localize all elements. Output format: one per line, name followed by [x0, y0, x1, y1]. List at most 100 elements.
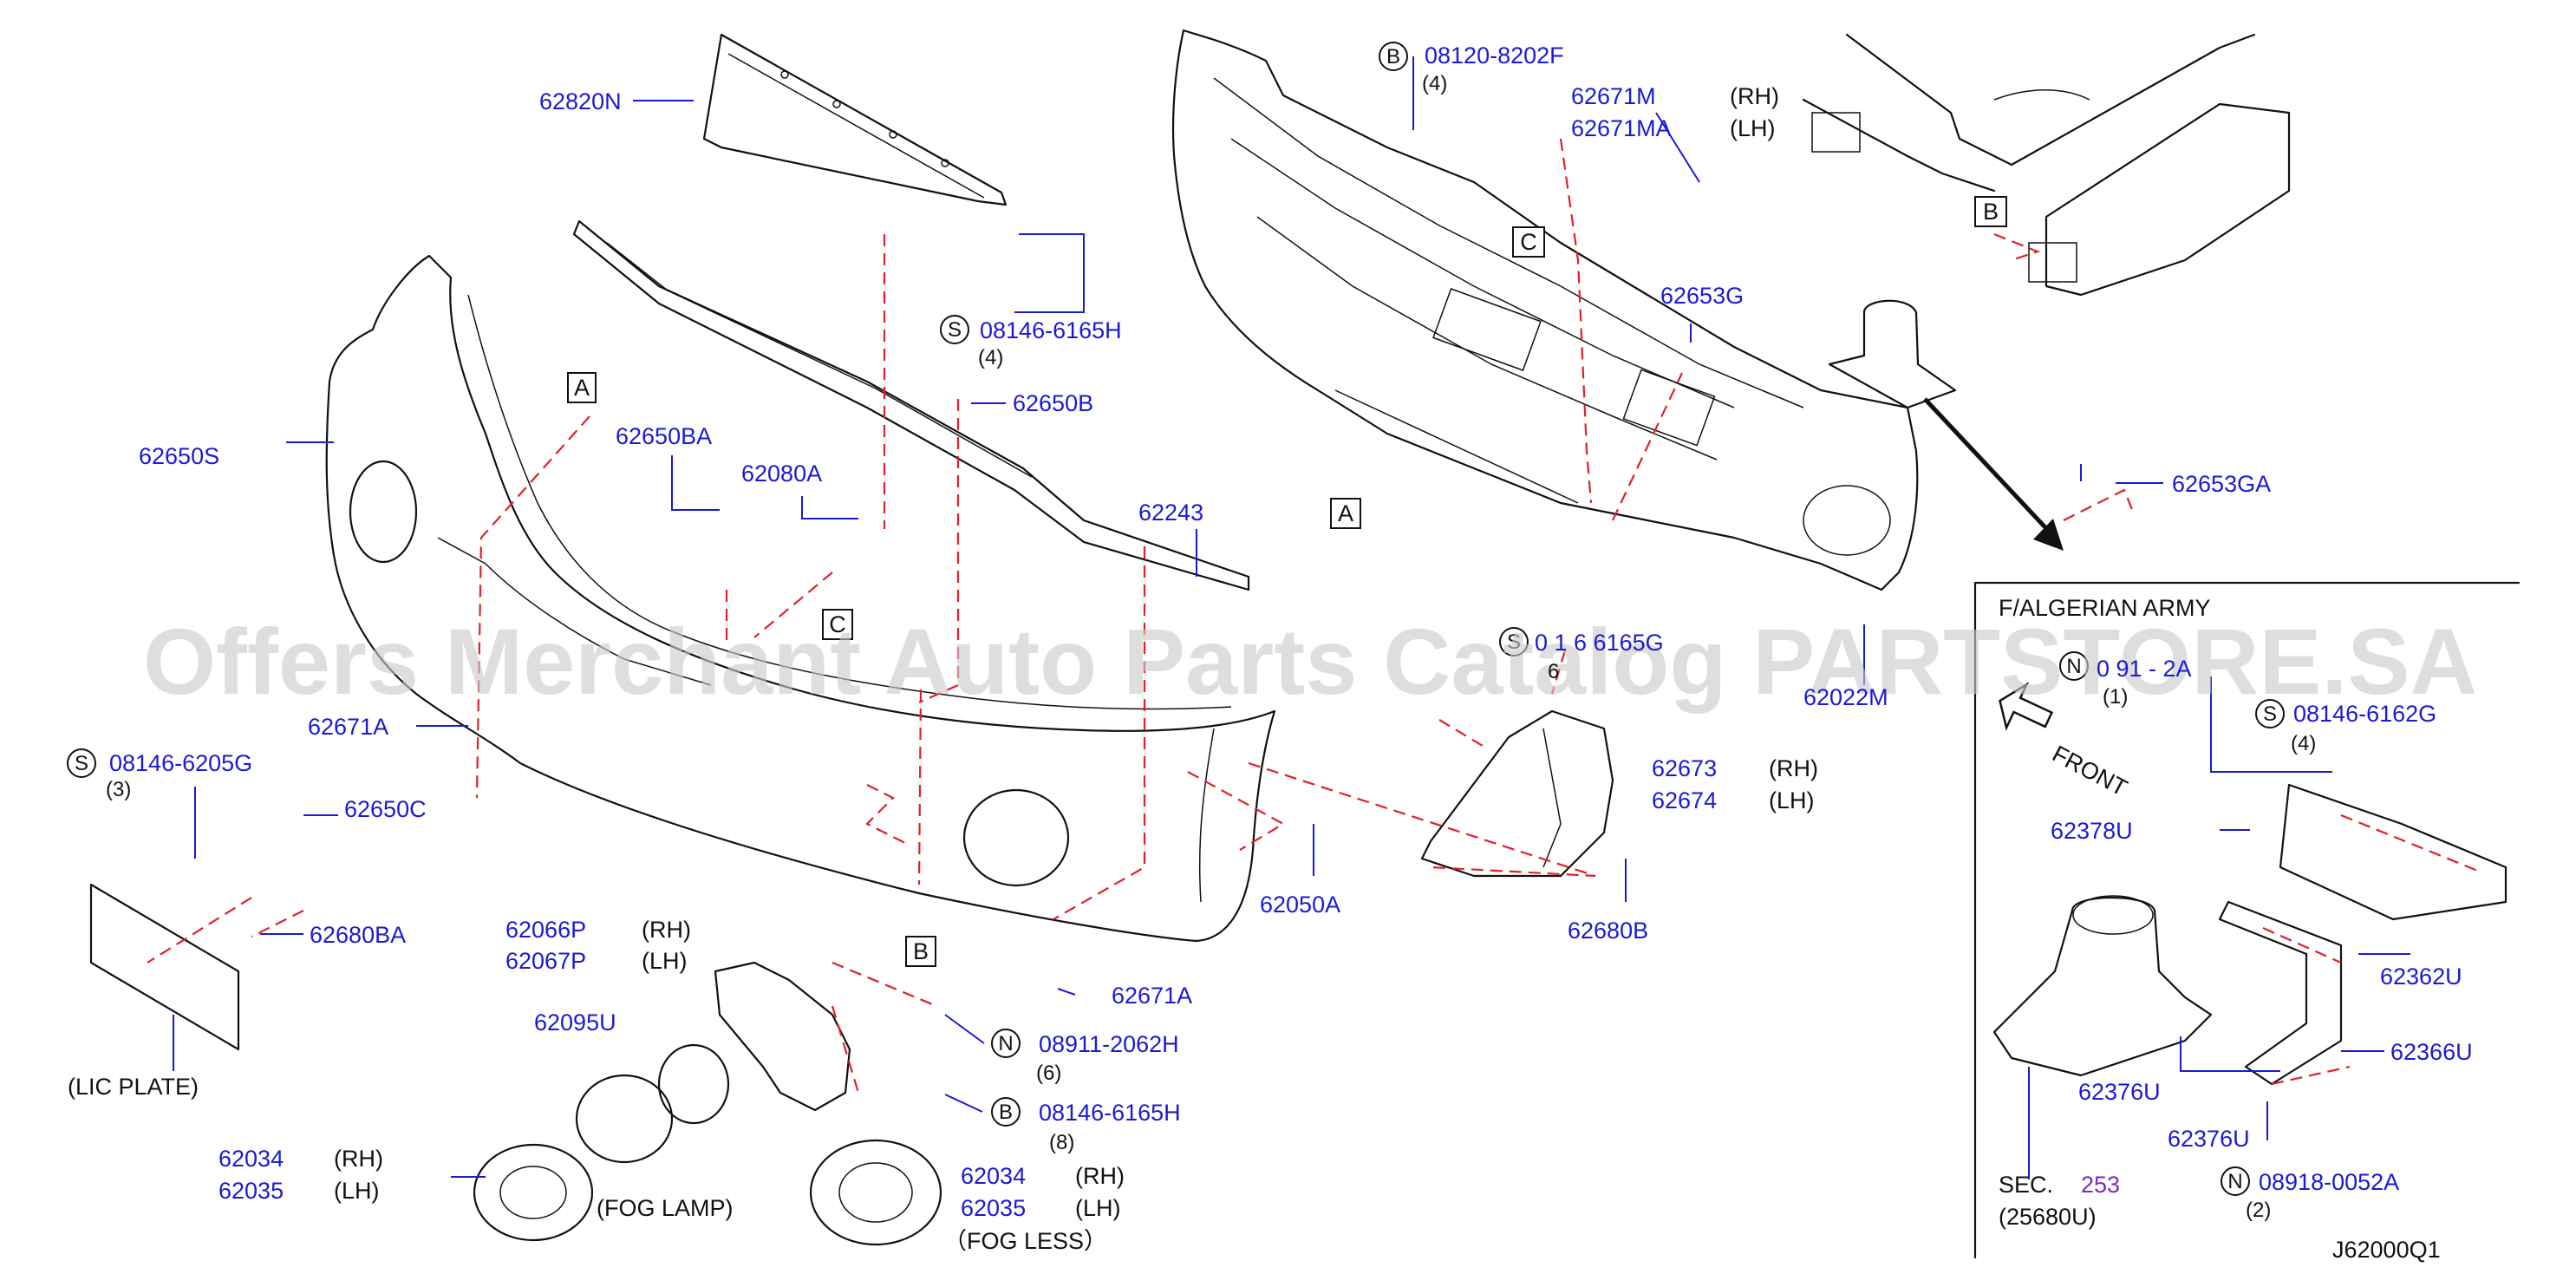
symbol-circle-s-1: S — [940, 315, 969, 344]
front-arrow-inset — [1999, 682, 2054, 731]
label-fog-less: （FOG LESS） — [943, 1228, 1107, 1254]
guide-lines — [147, 138, 2481, 1094]
qty-08146-6165H-lower: (8) — [1049, 1131, 1074, 1154]
label-08146-6165G-partial[interactable]: 0 1 6 6165G — [1535, 630, 1664, 656]
svg-text:A: A — [574, 375, 590, 401]
inset-boot-and-brackets — [1992, 783, 2508, 1086]
inset-title: F/ALGERIAN ARMY — [1999, 595, 2211, 621]
qty-08146-6162G: (4) — [2291, 732, 2316, 755]
label-62674[interactable]: 62674 — [1652, 787, 1717, 813]
label-62243[interactable]: 62243 — [1138, 500, 1203, 526]
svg-text:C: C — [1520, 229, 1537, 255]
label-62095U[interactable]: 62095U — [534, 1009, 616, 1035]
ref-box-b-bumper[interactable]: B — [905, 936, 936, 967]
label-08146-6162G[interactable]: 08146-6162G — [2293, 701, 2436, 727]
label-62820N[interactable]: 62820N — [539, 88, 622, 114]
symbol-circle-n-1: N — [991, 1029, 1021, 1058]
fog-lamp-group — [473, 961, 942, 1246]
license-plate — [89, 883, 240, 1051]
label-62034-left[interactable]: 62034 — [218, 1146, 284, 1172]
ref-box-a-core[interactable]: A — [1330, 498, 1361, 529]
label-08146-6205G[interactable]: 08146-6205G — [109, 750, 252, 776]
label-62034-right-rh: (RH) — [1075, 1163, 1125, 1189]
frame-detail-b — [1802, 33, 2291, 297]
label-62022M[interactable]: 62022M — [1803, 684, 1888, 710]
air-guide-62673 — [1420, 709, 1614, 878]
svg-text:B: B — [1386, 45, 1400, 69]
label-62378U[interactable]: 62378U — [2051, 818, 2133, 844]
symbol-circle-n-3: N — [2221, 1166, 2250, 1196]
label-lic-plate: (LIC PLATE) — [68, 1074, 199, 1100]
label-front: FRONT — [2048, 741, 2131, 801]
leader-lines — [173, 56, 2410, 1179]
label-fog-lamp: (FOG LAMP) — [597, 1195, 734, 1221]
ref-box-b-frame[interactable]: B — [1974, 196, 2007, 227]
label-62050A[interactable]: 62050A — [1260, 892, 1340, 918]
label-62653G[interactable]: 62653G — [1660, 283, 1744, 309]
label-08918-0052A[interactable]: 08918-0052A — [2259, 1169, 2399, 1195]
label-62671M-rh: (RH) — [1730, 83, 1779, 109]
symbol-circle-n-2: N — [2059, 651, 2089, 681]
symbol-circle-s-3: S — [1499, 627, 1529, 657]
label-62680B[interactable]: 62680B — [1568, 918, 1648, 944]
label-62671M[interactable]: 62671M — [1571, 83, 1656, 109]
label-62035-left-lh: (LH) — [334, 1178, 380, 1204]
qty-08120-8202F: (4) — [1422, 72, 1447, 95]
label-62671A-lower[interactable]: 62671A — [1112, 983, 1192, 1009]
svg-text:N: N — [998, 1032, 1013, 1055]
label-62035-right[interactable]: 62035 — [961, 1195, 1026, 1221]
label-08911-inset-partial[interactable]: 0 91 - 2A — [2097, 656, 2192, 682]
qty-08911-inset: (1) — [2103, 685, 2128, 709]
label-08911-2062H[interactable]: 08911-2062H — [1039, 1031, 1179, 1057]
label-62653GA[interactable]: 62653GA — [2172, 471, 2271, 497]
label-62376U-a[interactable]: 62376U — [2078, 1079, 2161, 1105]
label-62376U-b[interactable]: 62376U — [2168, 1126, 2250, 1152]
ref-box-c-bumper[interactable]: C — [822, 609, 853, 640]
symbol-circle-b-1: B — [991, 1097, 1021, 1127]
svg-text:B: B — [1983, 199, 1999, 225]
label-62080A[interactable]: 62080A — [741, 461, 822, 487]
label-08146-6165H-lower[interactable]: 08146-6165H — [1039, 1100, 1181, 1126]
label-62034-left-rh: (RH) — [334, 1146, 383, 1172]
label-08120-8202F[interactable]: 08120-8202F — [1425, 42, 1564, 69]
svg-text:A: A — [1338, 500, 1353, 526]
label-62034-right[interactable]: 62034 — [961, 1163, 1026, 1189]
svg-text:C: C — [829, 611, 846, 637]
svg-text:S: S — [948, 318, 962, 342]
label-62671MA-lh: (LH) — [1730, 115, 1776, 141]
radiator-core-support-62022M — [1171, 29, 1919, 591]
label-62067P[interactable]: 62067P — [505, 948, 586, 974]
label-62366U[interactable]: 62366U — [2390, 1039, 2473, 1065]
bumper-fascia-62650S — [325, 254, 1276, 943]
label-62673[interactable]: 62673 — [1652, 755, 1717, 781]
label-62650C[interactable]: 62650C — [344, 796, 427, 822]
label-62650BA[interactable]: 62650BA — [616, 423, 712, 449]
ref-box-c-core[interactable]: C — [1512, 226, 1545, 258]
symbol-circle-s-4: S — [2255, 699, 2285, 728]
front-arrow-main — [1923, 397, 2064, 551]
label-62035-left[interactable]: 62035 — [218, 1178, 284, 1204]
symbol-circle-b-2: B — [1379, 42, 1408, 71]
ref-box-a-top[interactable]: A — [567, 372, 597, 403]
label-62066P-rh: (RH) — [642, 917, 691, 943]
label-62035-right-lh: (LH) — [1075, 1195, 1121, 1221]
qty-08146-6205G: (3) — [106, 778, 131, 801]
label-62362U[interactable]: 62362U — [2380, 964, 2462, 990]
svg-text:S: S — [75, 752, 88, 775]
label-sec-part: (25680U) — [1999, 1204, 2097, 1230]
label-62671A-upper[interactable]: 62671A — [308, 714, 388, 740]
svg-text:N: N — [2227, 1170, 2242, 1193]
label-sec-253[interactable]: 253 — [2081, 1172, 2120, 1198]
svg-text:S: S — [1507, 630, 1521, 654]
reinforcement-62243 — [572, 219, 1250, 591]
label-62674-lh: (LH) — [1769, 787, 1815, 813]
label-62650S[interactable]: 62650S — [139, 443, 219, 469]
label-62673-rh: (RH) — [1769, 755, 1818, 781]
qty-08918-0052A: (2) — [2246, 1199, 2271, 1222]
label-08146-6165H[interactable]: 08146-6165H — [980, 317, 1122, 343]
label-62671MA[interactable]: 62671MA — [1571, 115, 1672, 141]
label-62680BA[interactable]: 62680BA — [310, 922, 406, 948]
label-62650B[interactable]: 62650B — [1013, 390, 1093, 416]
label-62066P[interactable]: 62066P — [505, 917, 586, 943]
